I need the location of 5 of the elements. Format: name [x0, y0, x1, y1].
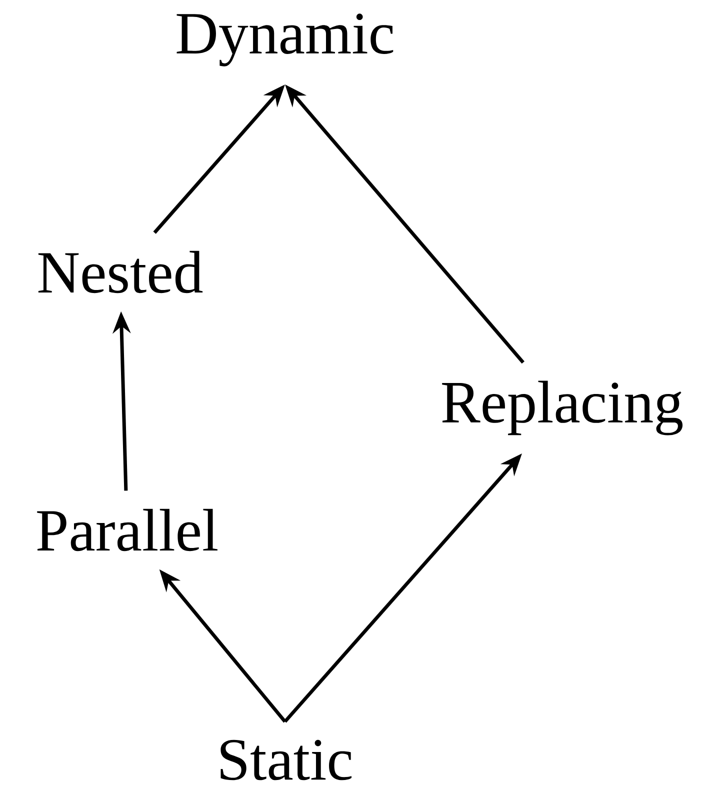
- node-label: Static: [220, 740, 352, 780]
- node-label: Parallel: [37, 508, 218, 552]
- node-label: Replacing: [442, 380, 683, 436]
- node-label: Nested: [38, 250, 203, 294]
- node-label: Dynamic: [176, 14, 394, 66]
